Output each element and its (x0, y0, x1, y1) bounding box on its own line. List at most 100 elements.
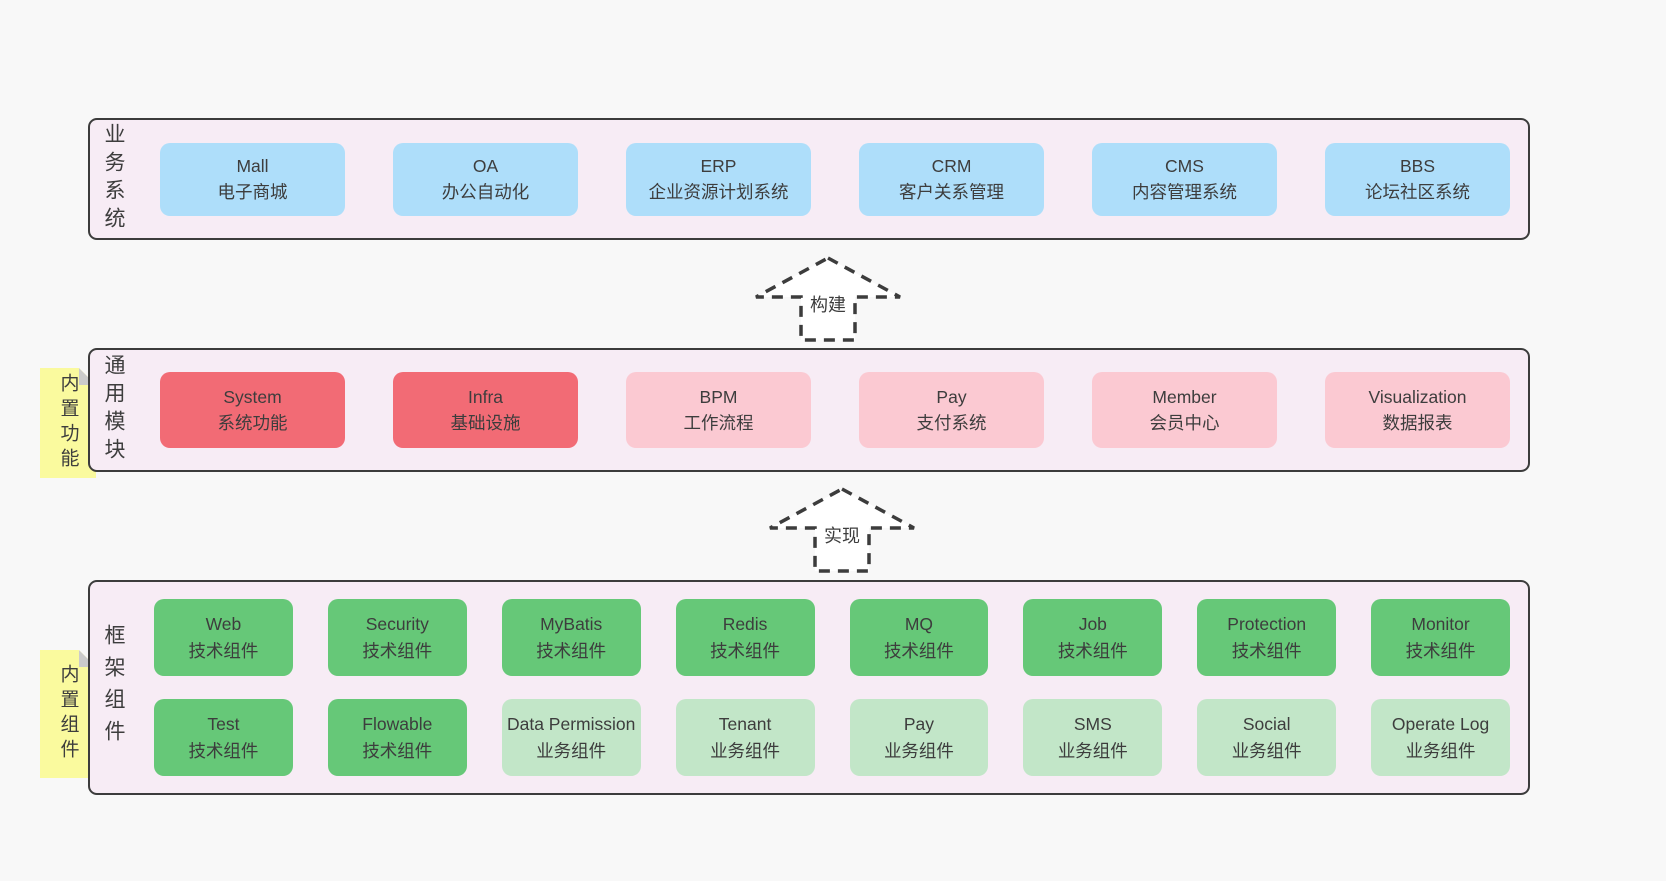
component-row-tech: Web 技术组件 Security 技术组件 MyBatis 技术组件 Redi… (154, 599, 1510, 676)
box-cms: CMS 内容管理系统 (1092, 142, 1277, 216)
box-pay-component: Pay 业务组件 (849, 699, 989, 776)
box-monitor: Monitor 技术组件 (1371, 599, 1510, 676)
box-name: Visualization (1368, 386, 1467, 407)
box-name: Data Permission (506, 714, 636, 735)
box-name: Operate Log (1391, 714, 1490, 735)
box-job: Job 技术组件 (1023, 599, 1163, 676)
box-desc: 工作流程 (683, 413, 754, 433)
box-system: System 系统功能 (160, 372, 345, 448)
box-name: CRM (931, 155, 972, 176)
box-desc: 技术组件 (1231, 640, 1302, 661)
box-mq: MQ 技术组件 (849, 599, 989, 676)
box-desc: 业务组件 (1231, 740, 1302, 761)
box-desc: 技术组件 (883, 640, 954, 661)
component-grid: Web 技术组件 Security 技术组件 MyBatis 技术组件 Redi… (124, 599, 1528, 776)
panel-components-side-label: 框架组件 (102, 623, 125, 752)
panel-business-side-label: 业务系统 (102, 123, 125, 235)
box-desc: 系统功能 (217, 413, 288, 433)
box-desc: 办公自动化 (441, 182, 530, 202)
arrow-implement: 实现 (766, 486, 918, 574)
box-crm: CRM 客户关系管理 (859, 142, 1044, 216)
box-desc: 技术组件 (1405, 640, 1476, 661)
panel-business-systems: 业务系统 Mall 电子商城 OA 办公自动化 ERP 企业资源计划系统 CRM… (88, 118, 1530, 240)
box-pay: Pay 支付系统 (859, 372, 1044, 448)
box-name: Redis (722, 614, 768, 635)
sticky-label: 内置功能 (57, 373, 79, 473)
panel-common-modules: 通用模块 System 系统功能 Infra 基础设施 BPM 工作流程 Pay… (88, 348, 1530, 472)
box-desc: 业务组件 (710, 740, 781, 761)
box-test: Test 技术组件 (154, 699, 293, 776)
box-desc: 业务组件 (1057, 740, 1128, 761)
box-desc: 会员中心 (1149, 413, 1220, 433)
box-operate-log: Operate Log 业务组件 (1371, 699, 1510, 776)
box-oa: OA 办公自动化 (393, 142, 578, 216)
up-arrow-icon (755, 256, 901, 342)
box-mall: Mall 电子商城 (160, 142, 345, 216)
box-name: BPM (699, 386, 738, 407)
box-web: Web 技术组件 (154, 599, 293, 676)
arrow-build-label: 构建 (810, 295, 846, 315)
arrow-implement-label: 实现 (824, 526, 860, 546)
box-desc: 支付系统 (916, 413, 987, 433)
box-name: SMS (1073, 714, 1112, 735)
sticky-built-in-features: 内置功能 (40, 368, 96, 478)
box-member: Member 会员中心 (1092, 372, 1277, 448)
box-desc: 数据报表 (1382, 413, 1453, 433)
box-flowable: Flowable 技术组件 (327, 699, 467, 776)
box-name: BBS (1399, 155, 1436, 176)
box-tenant: Tenant 业务组件 (675, 699, 815, 776)
box-mybatis: MyBatis 技术组件 (501, 599, 641, 676)
sticky-label: 内置组件 (57, 664, 79, 764)
box-name: Pay (903, 714, 935, 735)
box-name: ERP (700, 155, 737, 176)
box-data-permission: Data Permission 业务组件 (501, 699, 641, 776)
box-name: Job (1078, 614, 1107, 635)
box-bpm: BPM 工作流程 (626, 372, 811, 448)
box-name: Protection (1227, 614, 1307, 635)
box-desc: 企业资源计划系统 (648, 182, 789, 202)
box-name: System (223, 386, 282, 407)
box-desc: 业务组件 (883, 740, 954, 761)
box-desc: 业务组件 (1405, 740, 1476, 761)
box-desc: 技术组件 (710, 640, 781, 661)
box-security: Security 技术组件 (327, 599, 467, 676)
box-name: MyBatis (540, 614, 603, 635)
box-desc: 论坛社区系统 (1365, 182, 1470, 202)
box-desc: 内容管理系统 (1132, 182, 1237, 202)
box-desc: 技术组件 (1057, 640, 1128, 661)
box-desc: 电子商城 (217, 182, 288, 202)
box-desc: 技术组件 (536, 640, 607, 661)
box-desc: 技术组件 (188, 640, 259, 661)
box-erp: ERP 企业资源计划系统 (626, 142, 811, 216)
box-infra: Infra 基础设施 (393, 372, 578, 448)
module-boxes: System 系统功能 Infra 基础设施 BPM 工作流程 Pay 支付系统… (124, 372, 1528, 448)
box-name: OA (472, 155, 499, 176)
box-bbs: BBS 论坛社区系统 (1325, 142, 1510, 216)
box-name: Monitor (1411, 614, 1470, 635)
box-desc: 技术组件 (362, 640, 433, 661)
box-name: Web (205, 614, 242, 635)
box-sms: SMS 业务组件 (1023, 699, 1163, 776)
box-name: Mall (236, 155, 269, 176)
box-desc: 技术组件 (362, 740, 433, 761)
box-desc: 技术组件 (188, 740, 259, 761)
box-protection: Protection 技术组件 (1197, 599, 1337, 676)
box-desc: 基础设施 (450, 413, 521, 433)
box-desc: 业务组件 (536, 740, 607, 761)
box-name: Test (207, 714, 240, 735)
box-name: Tenant (718, 714, 772, 735)
box-desc: 客户关系管理 (899, 182, 1004, 202)
panel-framework-components: 框架组件 Web 技术组件 Security 技术组件 MyBatis 技术组件… (88, 580, 1530, 795)
box-name: MQ (904, 614, 934, 635)
box-name: Security (365, 614, 429, 635)
component-row-biz: Test 技术组件 Flowable 技术组件 Data Permission … (154, 699, 1510, 776)
panel-modules-side-label: 通用模块 (102, 354, 125, 466)
box-name: Member (1152, 386, 1217, 407)
box-name: Social (1242, 714, 1291, 735)
box-redis: Redis 技术组件 (675, 599, 815, 676)
box-name: Infra (467, 386, 504, 407)
box-social: Social 业务组件 (1197, 699, 1337, 776)
arrow-build: 构建 (752, 255, 904, 343)
business-boxes: Mall 电子商城 OA 办公自动化 ERP 企业资源计划系统 CRM 客户关系… (124, 142, 1528, 216)
